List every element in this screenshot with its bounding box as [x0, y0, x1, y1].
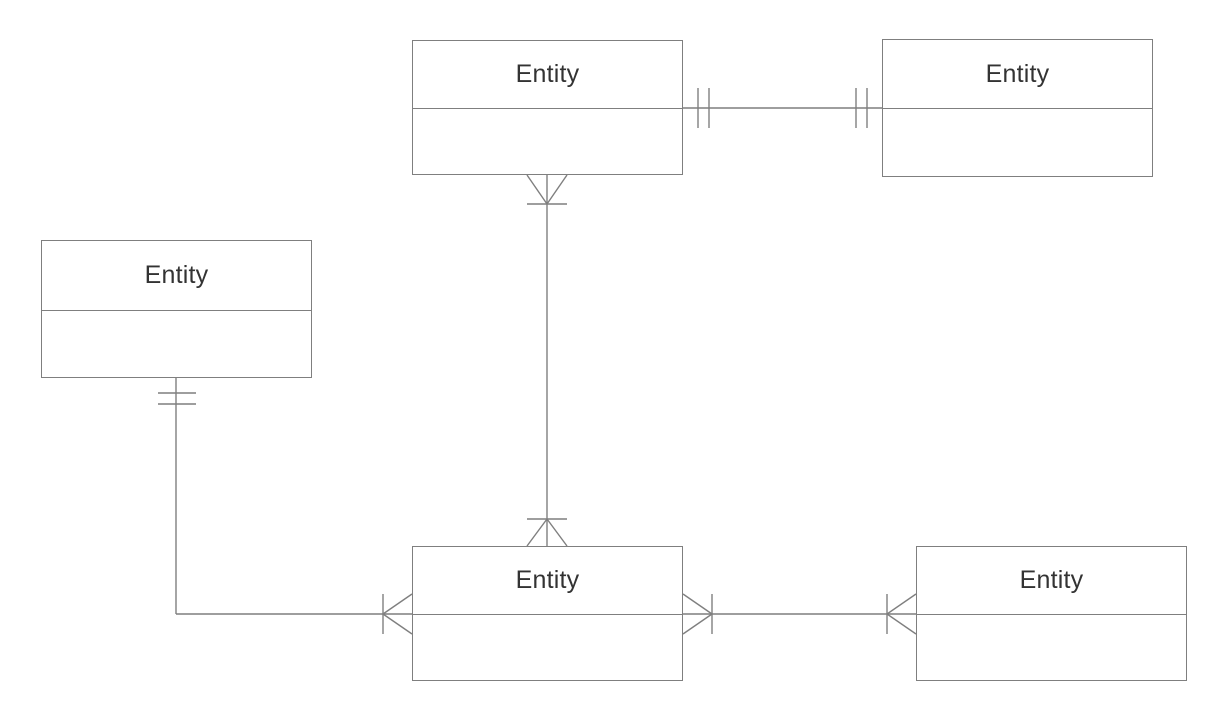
- entity-header: Entity: [917, 547, 1186, 615]
- relationship-bottom-middle-to-bottom-right[interactable]: [682, 593, 917, 635]
- entity-attributes-area: [42, 311, 311, 378]
- relationship-top-middle-to-top-right[interactable]: [683, 88, 882, 128]
- entity-attributes-area: [883, 109, 1152, 177]
- entity-title: Entity: [515, 566, 580, 594]
- entity-top-middle[interactable]: Entity: [412, 40, 683, 175]
- entity-title: Entity: [1019, 566, 1084, 594]
- entity-top-right[interactable]: Entity: [882, 39, 1153, 177]
- entity-left[interactable]: Entity: [41, 240, 312, 378]
- relationship-top-middle-to-bottom-middle[interactable]: [526, 174, 568, 547]
- entity-header: Entity: [42, 241, 311, 311]
- entity-title: Entity: [144, 261, 209, 289]
- cardinality-many-crowsfoot: [526, 174, 568, 205]
- cardinality-many-crowsfoot: [526, 518, 568, 547]
- cardinality-many-crowsfoot: [886, 593, 917, 635]
- entity-title: Entity: [515, 60, 580, 88]
- entity-header: Entity: [413, 41, 682, 109]
- entity-bottom-middle[interactable]: Entity: [412, 546, 683, 681]
- entity-attributes-area: [413, 615, 682, 681]
- relationship-left-to-bottom-middle[interactable]: [158, 378, 413, 635]
- entity-header: Entity: [413, 547, 682, 615]
- cardinality-many-crowsfoot: [382, 593, 413, 635]
- entity-title: Entity: [985, 59, 1050, 88]
- cardinality-many-crowsfoot: [682, 593, 713, 635]
- entity-bottom-right[interactable]: Entity: [916, 546, 1187, 681]
- entity-attributes-area: [917, 615, 1186, 681]
- entity-attributes-area: [413, 109, 682, 175]
- entity-header: Entity: [883, 40, 1152, 109]
